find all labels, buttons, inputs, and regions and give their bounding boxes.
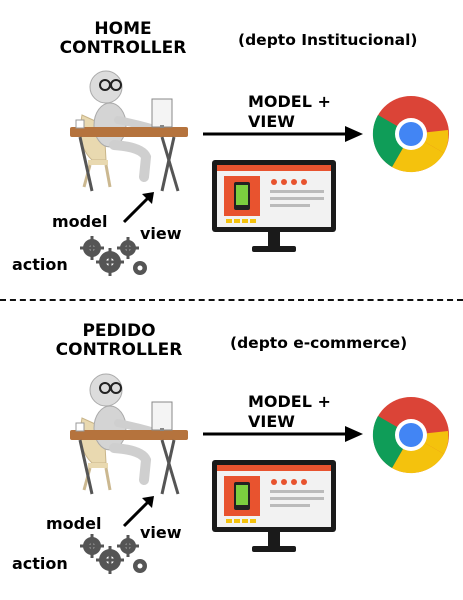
action-label: action (12, 554, 68, 573)
view-label: view (140, 523, 182, 542)
department-label: (depto Institucional) (238, 31, 418, 49)
ecommerce-monitor-icon (212, 460, 336, 552)
input-arrow (122, 192, 154, 224)
section-home-controller: HOME CONTROLLER (depto Institucional) (12, 20, 449, 276)
controller-title: HOME CONTROLLER (48, 20, 198, 58)
action-label: action (12, 255, 68, 274)
developer-at-desk-icon (70, 373, 188, 495)
output-label: MODEL + VIEW (248, 392, 331, 432)
controller-title-line1: HOME (94, 19, 152, 39)
gears-icon (80, 534, 147, 574)
output-arrow (203, 126, 363, 142)
output-label-line1: MODEL + (248, 392, 331, 411)
model-label: model (52, 212, 108, 231)
chrome-browser-icon (372, 397, 449, 474)
department-label: (depto e-commerce) (230, 334, 408, 352)
output-label-line2: VIEW (248, 112, 295, 131)
output-label: MODEL + VIEW (248, 92, 331, 132)
model-label: model (46, 514, 102, 533)
output-label-line1: MODEL + (248, 92, 331, 111)
output-label-line2: VIEW (248, 412, 295, 431)
controller-title-line2: CONTROLLER (55, 340, 183, 360)
section-pedido-controller: PEDIDO CONTROLLER (depto e-commerce) MOD… (0, 300, 463, 600)
gears-icon (80, 236, 147, 276)
ecommerce-monitor-icon (212, 160, 336, 252)
controller-title-line1: PEDIDO (82, 321, 156, 341)
view-label: view (140, 224, 182, 243)
controller-title-line2: CONTROLLER (59, 38, 187, 58)
section-divider (0, 299, 463, 301)
chrome-browser-icon (372, 96, 449, 173)
input-arrow (122, 496, 154, 528)
developer-at-desk-icon (70, 70, 188, 192)
controller-title: PEDIDO CONTROLLER (44, 322, 194, 360)
output-arrow (203, 426, 363, 442)
